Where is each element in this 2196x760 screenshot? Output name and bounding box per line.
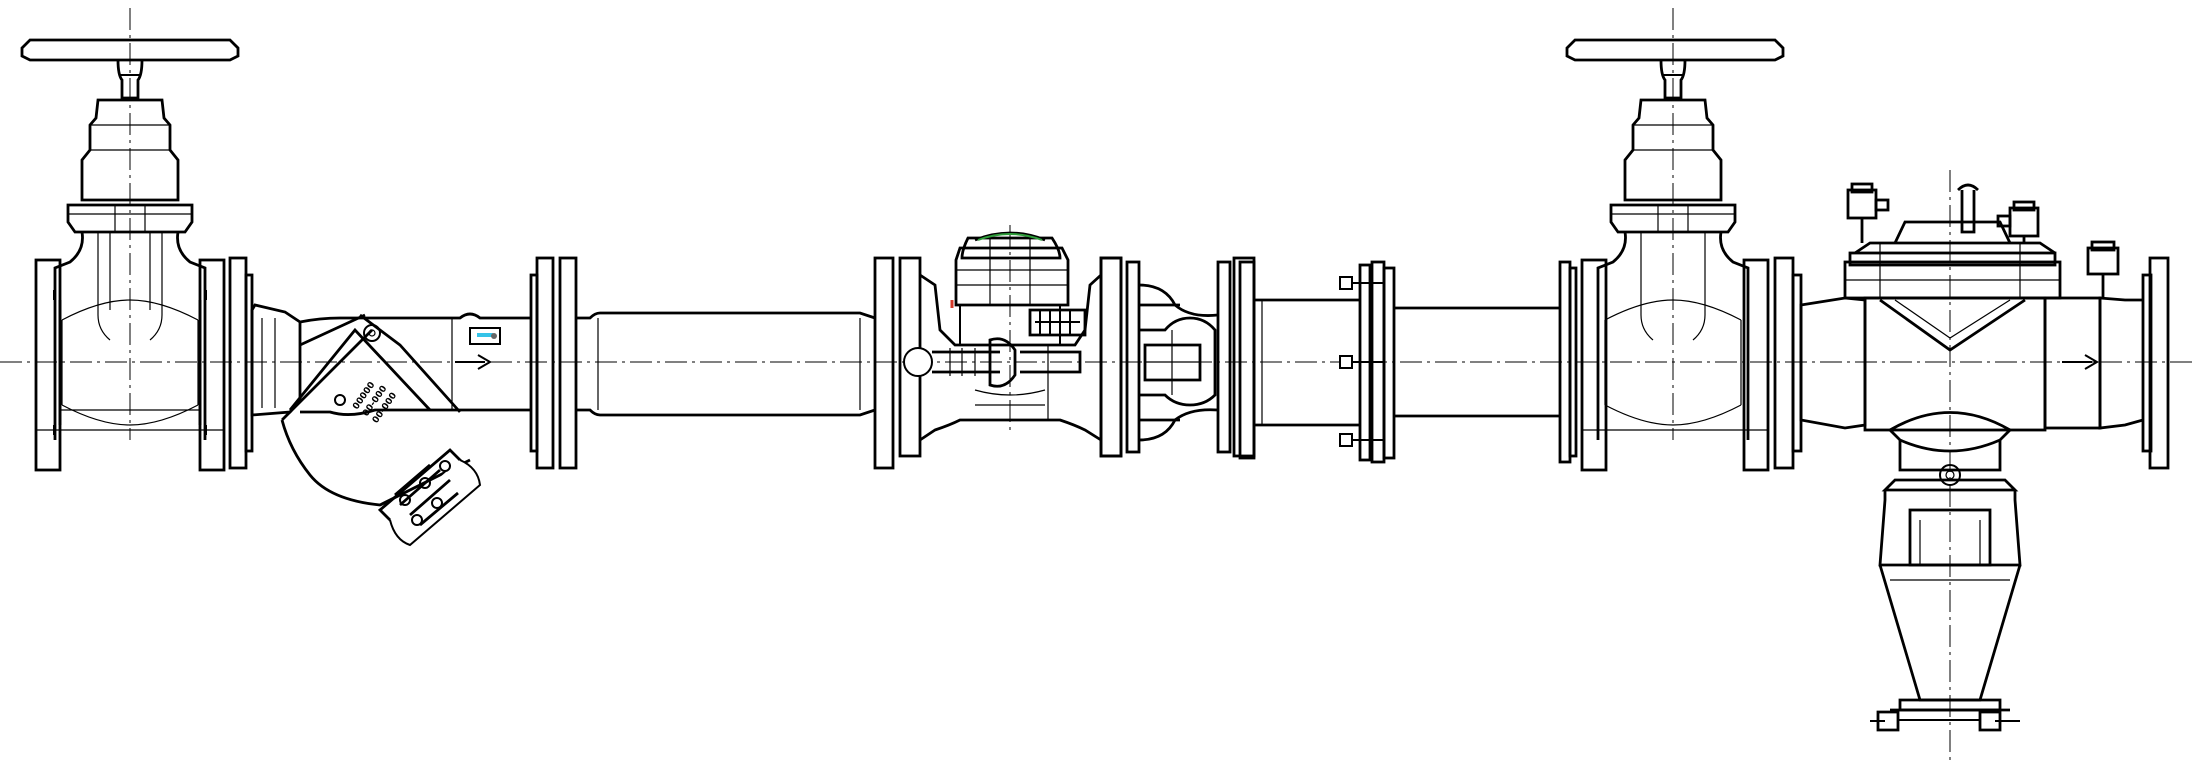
test-cock-icon	[1996, 200, 2040, 243]
gate-valve-icon	[20, 38, 240, 472]
backflow-preventer-icon	[1773, 182, 2170, 732]
test-cock-icon	[1846, 182, 1890, 243]
dismantling-joint-icon	[1238, 260, 1396, 464]
water-meter-icon	[898, 231, 1123, 458]
pipe-icon	[576, 256, 895, 470]
test-cock-icon	[2086, 240, 2120, 298]
check-valve-icon	[1099, 256, 1256, 458]
y-strainer-icon: 00000 00-000 00-000	[228, 256, 578, 547]
gate-valve-icon	[1565, 38, 1785, 472]
centerlines	[0, 8, 2196, 760]
pipe-icon	[1394, 260, 1578, 464]
